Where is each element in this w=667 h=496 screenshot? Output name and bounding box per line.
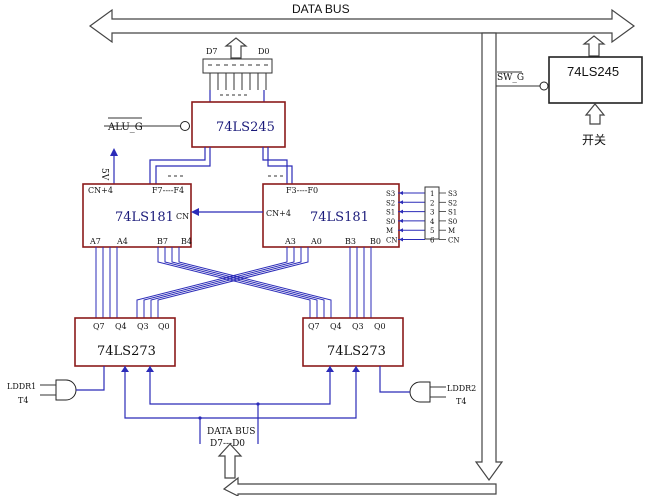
switch-pin-label: S2: [448, 199, 457, 207]
svg-text:B0: B0: [370, 237, 381, 246]
output-buffer-chip: [191, 101, 286, 148]
svg-text:CN+4: CN+4: [88, 186, 113, 195]
alu-ctrl-pin-label: M: [386, 227, 393, 235]
lddr1-label: LDDR1: [7, 382, 36, 391]
svg-text:CN+4: CN+4: [266, 209, 291, 218]
lddr2-label: LDDR2: [447, 384, 476, 393]
led-legs: [208, 64, 268, 102]
switch-buffer-label: 74LS245: [567, 64, 619, 79]
switch-up-arrow: [582, 35, 606, 57]
data-bus-up-arrow: [217, 443, 243, 479]
switch-pin-label: M: [448, 227, 455, 235]
sw-g-label: SW_G: [497, 73, 524, 83]
svg-text:B3: B3: [345, 237, 356, 246]
switch-pin-number: 6: [430, 237, 435, 245]
alu-ctrl-pin-label: S1: [386, 209, 395, 217]
svg-text:Q0: Q0: [158, 322, 170, 331]
led-d0-label: D0: [258, 47, 270, 56]
switch-pin-number: 1: [430, 190, 434, 198]
svg-text:B7: B7: [157, 237, 168, 246]
data-bus-bottom: [222, 476, 497, 496]
svg-text:A7: A7: [89, 237, 101, 246]
alu-high-chip: [82, 183, 192, 248]
switch-pin-label: S1: [448, 209, 457, 217]
alu-low-label: 74LS181: [310, 210, 369, 225]
register-right-label: 74LS273: [327, 344, 386, 359]
alu-low-chip: [262, 183, 400, 248]
switch-pin-number: 2: [430, 199, 434, 207]
output-buffer-label: 74LS245: [216, 120, 275, 135]
svg-text:Q3: Q3: [137, 322, 149, 331]
svg-text:Q7: Q7: [93, 322, 105, 331]
alu-ctrl-pin-label: S3: [386, 190, 395, 198]
switch-pin-label: S0: [448, 218, 457, 226]
alu-g-label: ALU_G: [107, 122, 143, 133]
svg-text:CN: CN: [176, 212, 189, 221]
register-left-label: 74LS273: [97, 344, 156, 359]
data-bus-top: [88, 8, 636, 44]
t4-right-label: T4: [456, 397, 466, 406]
svg-text:Q4: Q4: [330, 322, 342, 331]
alu-ctrl-pin-label: CN: [386, 237, 397, 245]
svg-text:B4: B4: [181, 237, 192, 246]
register-right-chip: [302, 317, 404, 367]
svg-text:A3: A3: [284, 237, 296, 246]
svg-text:Q7: Q7: [308, 322, 320, 331]
alu-ctrl-pin-label: S2: [386, 199, 395, 207]
led-up-arrow: [224, 37, 248, 59]
register-left-chip: [74, 317, 176, 367]
and-gate-left: [55, 379, 77, 401]
led-d7-label: D7: [206, 47, 218, 56]
svg-text:A4: A4: [116, 237, 128, 246]
svg-text:Q0: Q0: [374, 322, 386, 331]
alu-g-bubble: [180, 121, 190, 131]
switch-pin-number: 3: [430, 209, 434, 217]
control-switch-block: [424, 186, 440, 240]
svg-text:F3----F0: F3----F0: [286, 186, 318, 195]
switch-pin-number: 4: [430, 218, 435, 226]
data-bus-bottom-label: DATA BUS: [207, 427, 255, 437]
svg-text:Q4: Q4: [115, 322, 127, 331]
t4-left-label: T4: [18, 396, 28, 405]
alu-high-label: 74LS181: [115, 210, 174, 225]
switch-pin-label: CN: [448, 237, 459, 245]
svg-text:A0: A0: [310, 237, 322, 246]
switch-pin-label: S3: [448, 190, 457, 198]
svg-text:F7----F4: F7----F4: [152, 186, 184, 195]
data-bus-top-label: DATA BUS: [292, 2, 350, 16]
vcc-label: 5V: [99, 168, 109, 181]
switch-label: 开关: [582, 133, 606, 147]
register-alu-wiring: [95, 247, 372, 318]
led-array: [202, 58, 273, 74]
svg-text:Q3: Q3: [352, 322, 364, 331]
switch-pin-number: 5: [430, 227, 434, 235]
data-bus-vertical: [474, 32, 504, 482]
control-switch-pins: 1 S3 2 S2 3 S1 4 S0 5 M 6 CN: [430, 190, 459, 245]
switch-input-arrow: [584, 103, 606, 125]
data-bus-bottom-range: D7---D0: [210, 439, 245, 449]
switch-buffer-chip: [548, 56, 643, 104]
sw-g-bubble: [539, 81, 549, 91]
alu-ctrl-pin-label: S0: [386, 218, 395, 226]
and-gate-right: [409, 381, 431, 403]
